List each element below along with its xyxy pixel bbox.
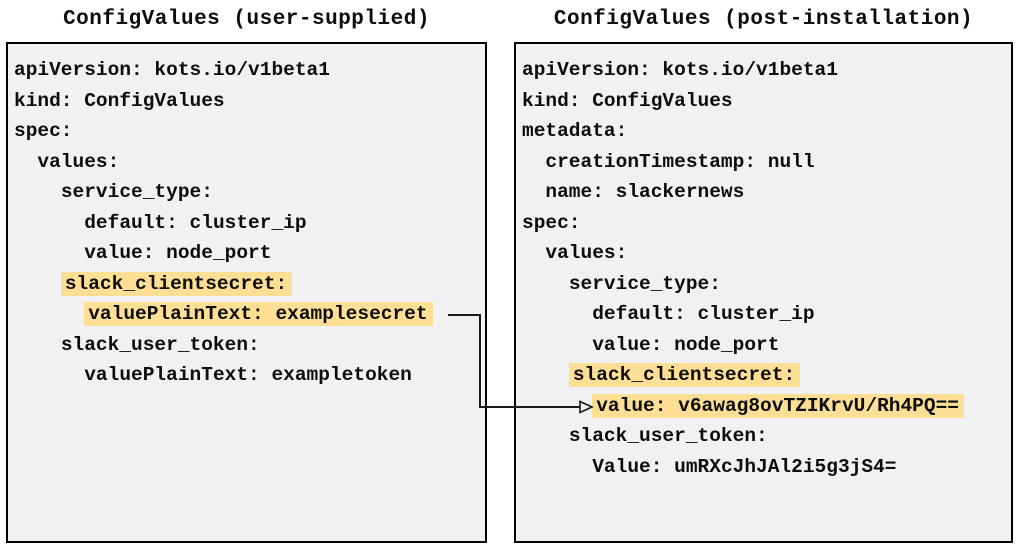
indent: [14, 151, 37, 173]
code-line: slack_clientsecret:: [522, 360, 1005, 391]
code-text: name: slackernews: [545, 181, 745, 203]
config-values-post-installation-panel: apiVersion: kots.io/v1beta1 kind: ConfigV…: [514, 42, 1013, 543]
indent: [522, 334, 592, 356]
code-line: service_type:: [522, 269, 1005, 300]
code-line: slack_user_token:: [14, 330, 479, 361]
indent: [14, 273, 61, 295]
highlighted-token: slack_clientsecret:: [568, 363, 801, 387]
code-text: apiVersion: kots.io/v1beta1: [522, 59, 838, 81]
code-line: name: slackernews: [522, 177, 1005, 208]
indent: [522, 151, 545, 173]
left-panel-title: ConfigValues (user-supplied): [63, 8, 430, 31]
code-text: spec:: [522, 211, 581, 234]
code-text: spec:: [14, 120, 73, 142]
code-text: default: cluster_ip: [592, 303, 815, 325]
code-line: default: cluster_ip: [14, 208, 479, 239]
indent: [14, 334, 61, 356]
config-values-user-supplied-panel: apiVersion: kots.io/v1beta1 kind: ConfigV…: [6, 42, 487, 543]
code-text: service_type:: [60, 181, 213, 203]
code-line: apiVersion: kots.io/v1beta1: [14, 55, 479, 86]
highlighted-token: slack_clientsecret:: [60, 271, 293, 296]
yaml-code-block: apiVersion: kots.io/v1beta1 kind: ConfigV…: [14, 55, 479, 391]
indent: [522, 395, 592, 417]
code-line: kind: ConfigValues: [522, 86, 1005, 117]
indent: [14, 303, 84, 325]
code-text: Value: umRXcJhJAl2i5g3jS4=: [592, 455, 897, 478]
code-line: spec:: [14, 116, 479, 147]
yaml-code-block: apiVersion: kots.io/v1beta1 kind: ConfigV…: [522, 55, 1005, 482]
code-line: value: node_port: [14, 238, 479, 269]
code-line: slack_user_token:: [522, 421, 1005, 452]
code-line: values:: [522, 238, 1005, 269]
indent: [522, 303, 592, 325]
code-line: spec:: [522, 208, 1005, 239]
code-line: service_type:: [14, 177, 479, 208]
code-text: metadata:: [522, 120, 628, 142]
indent: [522, 425, 569, 447]
highlighted-token: value: v6awag8ovTZIKrvU/Rh4PQ==: [592, 393, 964, 418]
indent: [522, 242, 545, 264]
right-panel-title: ConfigValues (post-installation): [553, 8, 974, 31]
code-text: value: node_port: [84, 242, 272, 264]
code-text: valuePlainText: exampletoken: [84, 364, 412, 386]
code-line: value: node_port: [522, 330, 1005, 361]
code-text: value: node_port: [592, 333, 780, 356]
code-text: slack_user_token:: [568, 425, 768, 447]
code-text: kind: ConfigValues: [14, 89, 225, 112]
code-text: service_type:: [568, 272, 721, 295]
code-text: slack_user_token:: [60, 333, 260, 356]
code-text: values:: [545, 242, 628, 264]
code-line: metadata:: [522, 116, 1005, 147]
indent: [522, 364, 569, 386]
code-text: kind: ConfigValues: [522, 89, 733, 112]
code-line: kind: ConfigValues: [14, 86, 479, 117]
code-text: default: cluster_ip: [84, 211, 307, 234]
code-line: slack_clientsecret:: [14, 269, 479, 300]
code-line: Value: umRXcJhJAl2i5g3jS4=: [522, 452, 1005, 483]
indent: [522, 273, 569, 295]
code-line: valuePlainText: examplesecret: [14, 299, 479, 330]
code-text: apiVersion: kots.io/v1beta1: [14, 59, 330, 81]
highlighted-token: valuePlainText: examplesecret: [84, 302, 433, 326]
indent: [14, 212, 84, 234]
indent: [522, 181, 545, 203]
code-line: apiVersion: kots.io/v1beta1: [522, 55, 1005, 86]
code-line: valuePlainText: exampletoken: [14, 360, 479, 391]
code-line: values:: [14, 147, 479, 178]
indent: [14, 181, 61, 203]
indent: [14, 242, 84, 264]
code-line: creationTimestamp: null: [522, 147, 1005, 178]
code-line: value: v6awag8ovTZIKrvU/Rh4PQ==: [522, 391, 1005, 422]
indent: [522, 456, 592, 478]
indent: [14, 364, 84, 386]
code-text: values:: [37, 150, 120, 173]
code-text: creationTimestamp: null: [545, 150, 815, 173]
code-line: default: cluster_ip: [522, 299, 1005, 330]
